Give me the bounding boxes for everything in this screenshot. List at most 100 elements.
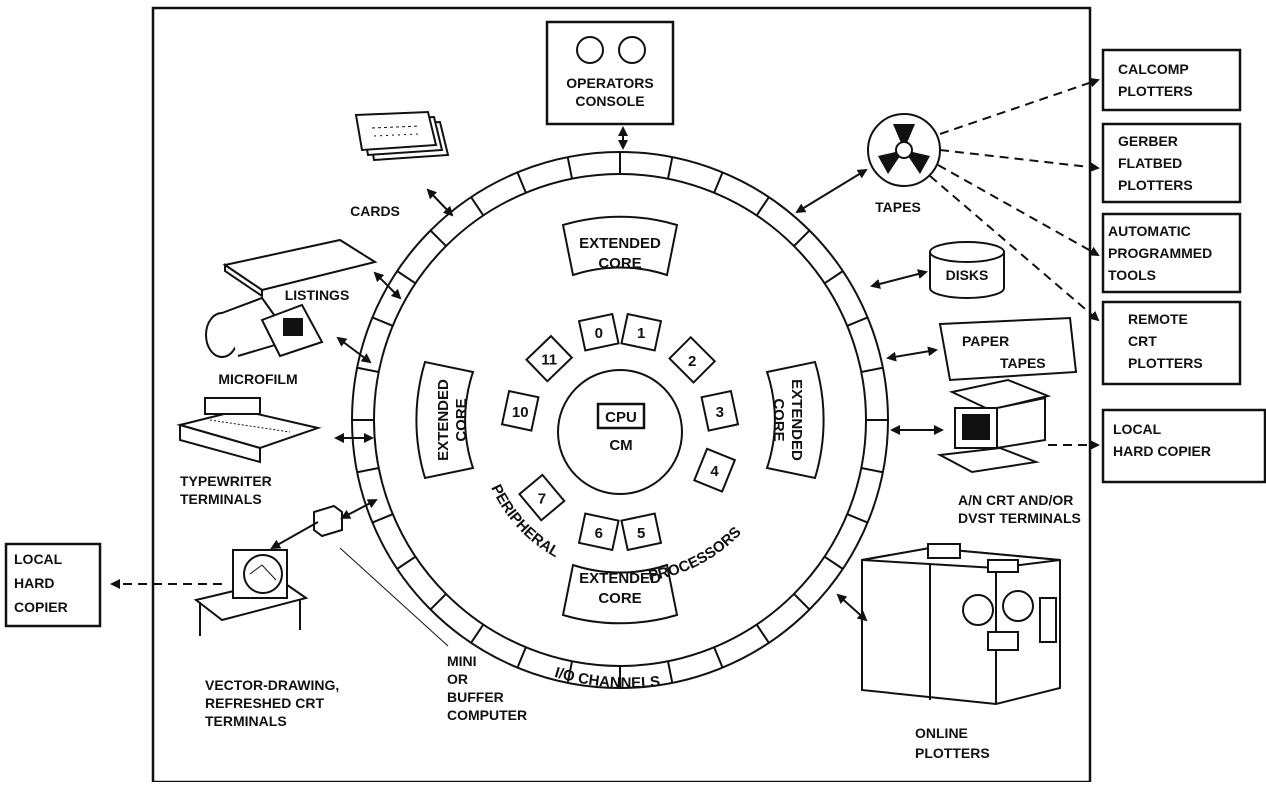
mini-line4: COMPUTER bbox=[447, 707, 527, 723]
io-channel-tick bbox=[667, 156, 674, 179]
io-channel-tick bbox=[823, 270, 844, 285]
microfilm-icon bbox=[205, 296, 324, 358]
disks-label: DISKS bbox=[946, 267, 989, 283]
gerber-line2: FLATBED bbox=[1118, 155, 1182, 171]
remote-crt-line1: REMOTE bbox=[1128, 311, 1188, 327]
extended-core-right-line1: EXTENDED bbox=[788, 379, 805, 461]
io-channels-label: I/O CHANNELS bbox=[553, 664, 661, 692]
online-plotters-line2: PLOTTERS bbox=[915, 745, 990, 761]
apt-line1: AUTOMATIC bbox=[1108, 223, 1191, 239]
io-channel-tick bbox=[396, 555, 417, 570]
gerber-box bbox=[1101, 122, 1242, 204]
extended-core-top-line1: EXTENDED bbox=[579, 235, 661, 252]
io-channel-tick bbox=[429, 593, 447, 611]
io-channel-tick bbox=[356, 366, 379, 373]
local-copier-left-line1: LOCAL bbox=[14, 551, 63, 567]
paper-tapes-line2: TAPES bbox=[1000, 355, 1046, 371]
peripheral-processor-label: 7 bbox=[538, 491, 546, 508]
io-channel-tick bbox=[429, 229, 447, 247]
extended-core-bottom-line2: CORE bbox=[598, 590, 641, 607]
typewriter-line2: TERMINALS bbox=[180, 491, 262, 507]
io-channel-tick bbox=[755, 196, 770, 217]
tapes-to-calcomp-arrow bbox=[939, 77, 1100, 135]
online-plotters-line1: ONLINE bbox=[915, 725, 968, 741]
io-channel-ports bbox=[352, 152, 888, 688]
peripheral-processor-label: 3 bbox=[716, 404, 724, 421]
cards-link-arrow bbox=[426, 188, 454, 217]
peripheral-processor-1: 1 bbox=[620, 312, 663, 352]
io-channel-tick bbox=[713, 646, 724, 668]
console-knob-left-icon bbox=[576, 36, 604, 64]
central-memory-circle bbox=[557, 369, 683, 495]
peripheral-processor-11: 11 bbox=[525, 334, 574, 383]
io-channel-tick bbox=[470, 196, 485, 217]
tapes-link-arrow bbox=[795, 168, 868, 214]
peripheral-processor-label: 5 bbox=[637, 525, 645, 542]
listings-link-arrow bbox=[373, 271, 402, 300]
extended-core-left bbox=[415, 360, 475, 480]
peripheral-processor-4: 4 bbox=[692, 447, 737, 493]
extended-core-right-line2: CORE bbox=[770, 398, 787, 441]
mini-computer-icon bbox=[313, 504, 343, 538]
apt-line3: TOOLS bbox=[1108, 267, 1156, 283]
microfilm-label: MICROFILM bbox=[218, 371, 297, 387]
paper-tapes-link-arrow bbox=[886, 346, 938, 362]
io-channel-tick bbox=[755, 623, 770, 644]
typewriter-icon bbox=[176, 397, 322, 464]
apt-line2: PROGRAMMED bbox=[1108, 245, 1212, 261]
extended-core-right bbox=[765, 360, 825, 480]
disks-link-arrow bbox=[870, 269, 928, 289]
peripheral-processor-label: 10 bbox=[512, 404, 529, 421]
mini-line2: OR bbox=[447, 671, 468, 687]
listings-label: LISTINGS bbox=[285, 287, 350, 303]
io-channel-tick bbox=[793, 229, 811, 247]
local-copier-right-line1: LOCAL bbox=[1113, 421, 1162, 437]
peripheral-processor-2: 2 bbox=[668, 335, 717, 384]
cpu-box bbox=[596, 402, 646, 430]
peripheral-processor-label: 0 bbox=[595, 325, 603, 342]
apt-box bbox=[1101, 212, 1242, 294]
tapes-to-remote-crt-arrow bbox=[929, 175, 1100, 322]
local-copier-left-box bbox=[4, 542, 102, 628]
extended-core-top bbox=[561, 215, 679, 277]
io-channel-tick bbox=[516, 172, 527, 194]
an-crt-line1: A/N CRT AND/OR bbox=[958, 492, 1073, 508]
io-channel-tick bbox=[516, 646, 527, 668]
extended-core-left-line1: EXTENDED bbox=[435, 379, 452, 461]
local-copier-left-line3: COPIER bbox=[14, 599, 68, 615]
extended-core-bottom bbox=[561, 563, 679, 625]
gerber-line1: GERBER bbox=[1118, 133, 1178, 149]
io-channel-tick bbox=[470, 623, 485, 644]
an-crt-line2: DVST TERMINALS bbox=[958, 510, 1081, 526]
io-channel-tick bbox=[846, 316, 868, 327]
microfilm-link-arrow bbox=[336, 336, 372, 364]
remote-crt-box bbox=[1101, 300, 1242, 386]
cards-icon bbox=[354, 110, 450, 162]
peripheral-processor-10: 10 bbox=[500, 389, 540, 432]
io-channel-tick bbox=[566, 156, 573, 179]
vector-line3: TERMINALS bbox=[205, 713, 287, 729]
operators-console-line1: OPERATORS bbox=[566, 75, 653, 91]
peripheral-processor-label: 4 bbox=[710, 463, 719, 480]
mini-line1: MINI bbox=[447, 653, 477, 669]
peripheral-processor-7: 7 bbox=[518, 473, 566, 522]
paper-tapes-line1: PAPER bbox=[962, 333, 1009, 349]
cpu-label: CPU bbox=[605, 409, 637, 426]
tapes-to-apt-arrow bbox=[937, 164, 1100, 256]
mini-line3: BUFFER bbox=[447, 689, 504, 705]
io-channel-tick bbox=[372, 316, 394, 327]
extended-core-top-line2: CORE bbox=[598, 255, 641, 272]
operators-console-line2: CONSOLE bbox=[575, 93, 644, 109]
io-channel-tick bbox=[793, 593, 811, 611]
peripheral-processor-5: 5 bbox=[620, 512, 663, 552]
tapes-reel-spokes bbox=[878, 124, 930, 174]
disks-icon bbox=[929, 241, 1005, 299]
peripheral-processor-label: 2 bbox=[688, 353, 696, 370]
calcomp-line2: PLOTTERS bbox=[1118, 83, 1193, 99]
listings-icon bbox=[222, 238, 378, 298]
online-plotters-link-arrow bbox=[836, 593, 868, 622]
vector-line2: REFRESHED CRT bbox=[205, 695, 324, 711]
